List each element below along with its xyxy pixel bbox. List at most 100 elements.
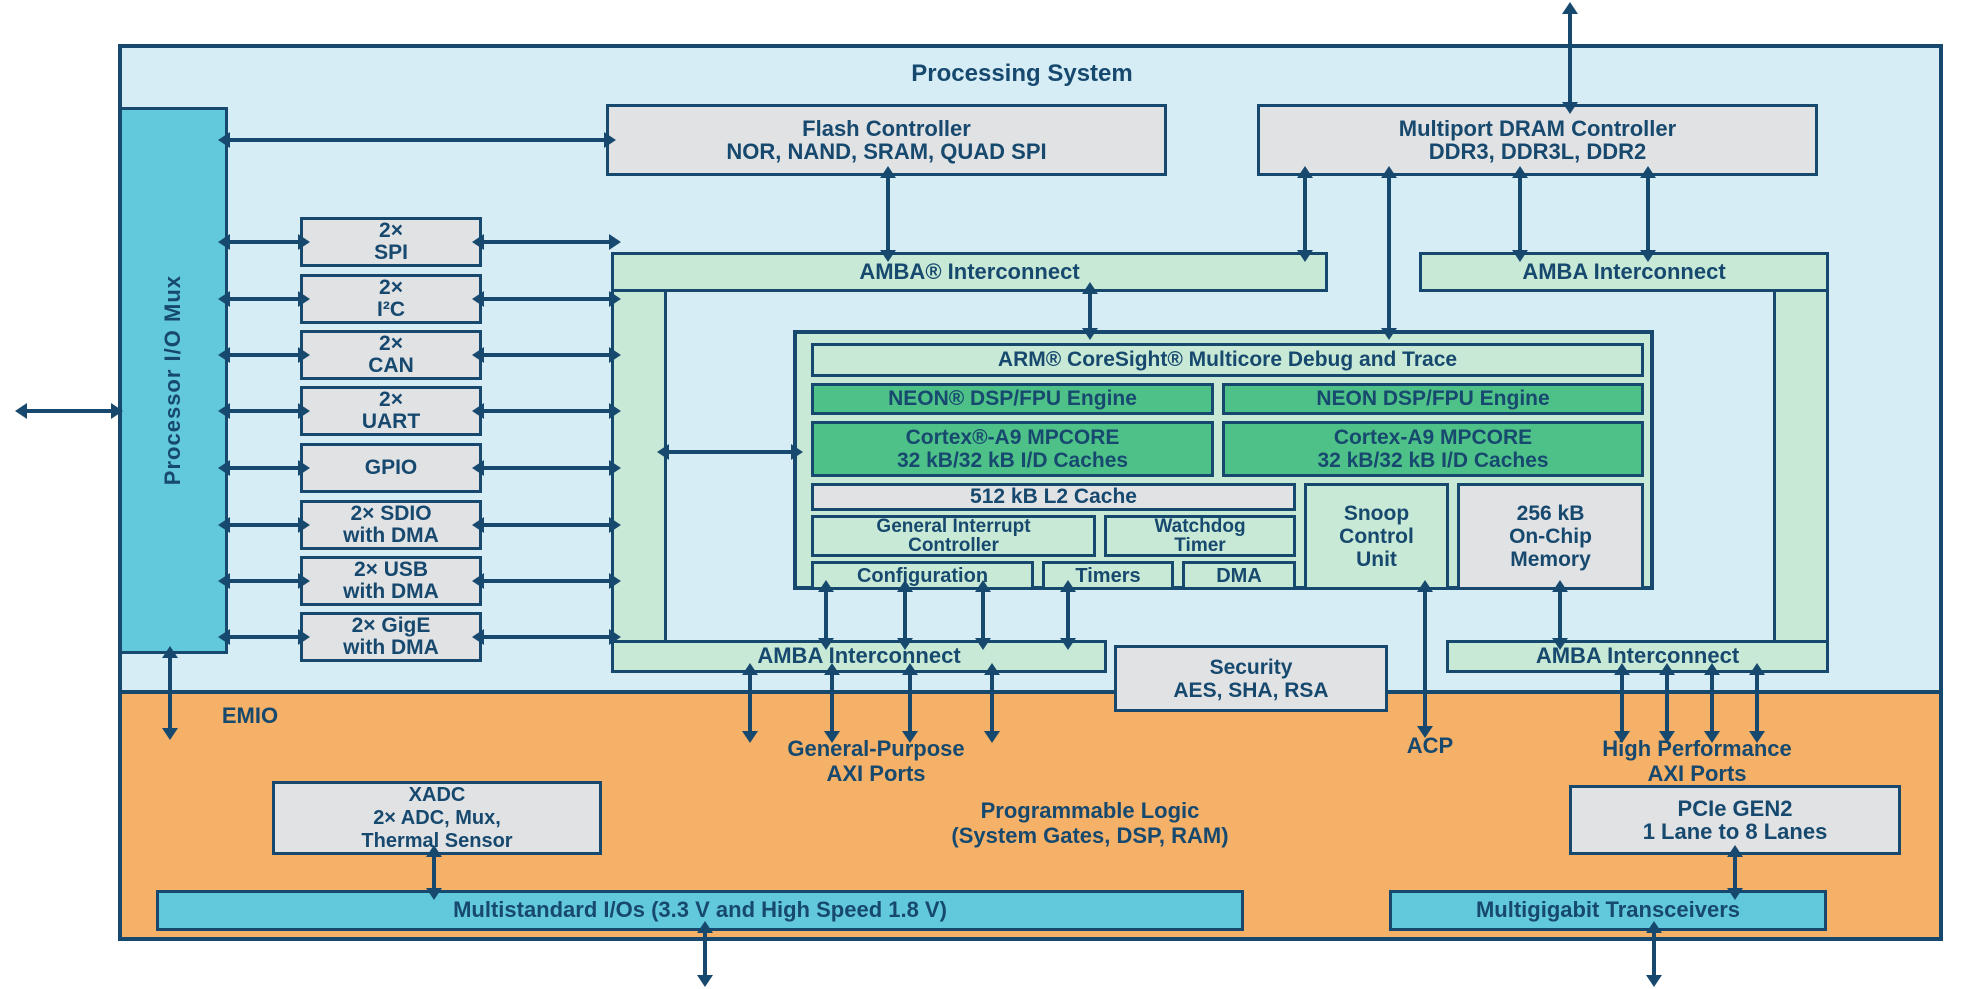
arrow-hp-axi-2 [1659,663,1675,743]
multigigabit-transceivers-bar: Multigigabit Transceivers [1389,890,1827,931]
arrow-emio [162,646,178,740]
watchdog-line1: Watchdog [1154,516,1246,537]
gic-line2: Controller [908,535,999,556]
amba-interconnect-top-right: AMBA Interconnect [1419,252,1829,292]
arrow-cpu-amba-2 [897,580,913,650]
pcie-line2: 1 Lane to 8 Lanes [1642,819,1828,844]
programmable-logic-line2: (System Gates, DSP, RAM) [951,823,1229,849]
flash-controller-line2: NOR, NAND, SRAM, QUAD SPI [726,139,1047,164]
pcie-line1: PCIe GEN2 [1677,796,1793,821]
arrow-cpu-amba-3 [975,580,991,650]
configuration-label: Configuration [856,564,989,587]
arrow-gp-axi-1 [742,663,758,743]
gpio-line1: GPIO [364,456,418,479]
uart-line2: UART [361,410,421,433]
sdio-line1: 2× SDIO [350,502,432,525]
pcie-block: PCIe GEN2 1 Lane to 8 Lanes [1569,785,1901,855]
security-block: Security AES, SHA, RSA [1114,645,1388,712]
arrow-mux-flash [218,132,616,148]
arrow-spi-amba [472,234,621,250]
programmable-logic-line1: Programmable Logic [980,798,1200,823]
arrow-external-bottom-io [697,921,713,987]
ps-pl-boundary-line [118,690,1943,694]
neon-right-label: NEON DSP/FPU Engine [1316,387,1550,411]
arrow-gp-axi-2 [824,663,840,743]
arrow-can-amba [472,347,621,363]
amba-bottom-left-label: AMBA Interconnect [757,643,961,669]
can-line2: CAN [368,354,414,377]
arrow-dram-amba-right-1 [1512,166,1528,262]
amba-interconnect-bottom-left: AMBA Interconnect [611,640,1107,673]
dram-controller-line1: Multiport DRAM Controller [1398,116,1677,141]
arrow-mux-sdio [218,517,310,533]
snoop-line1: Snoop [1343,501,1410,525]
snoop-line3: Unit [1356,548,1397,572]
arrow-hp-axi-4 [1749,663,1765,743]
arrow-cpu-amba-4 [1060,580,1076,650]
arrow-dram-amba-right-2 [1640,166,1656,262]
arrow-amba-cpu [1082,282,1098,340]
processing-system-title: Processing System [911,60,1133,87]
xadc-line1: XADC [408,783,466,806]
arrow-dram-amba-left [1297,166,1313,262]
flash-controller-line1: Flash Controller [802,116,971,141]
arrow-dram-cpu [1381,166,1397,340]
arrow-pcie-mgt-bar [1727,845,1743,900]
multigigabit-transceivers-label: Multigigabit Transceivers [1475,897,1741,923]
timers-label: Timers [1075,564,1141,587]
arrow-i2c-amba [472,291,621,307]
cortex-right-block: Cortex-A9 MPCORE 32 kB/32 kB I/D Caches [1222,421,1644,477]
ocm-line3: Memory [1510,548,1591,572]
l2-cache-label: 512 kB L2 Cache [970,485,1137,509]
arrow-usb-amba [472,573,621,589]
hp-axi-line2: AXI Ports [1647,761,1747,787]
gp-axi-line1: General-Purpose [787,736,965,761]
dma-label: DMA [1216,564,1262,587]
watchdog-block: Watchdog Timer [1104,515,1296,557]
arrow-uart-amba [472,403,621,419]
ocm-line2: On-Chip [1509,524,1592,548]
peripheral-spi: 2×SPI [300,217,482,267]
snoop-control-unit-block: Snoop Control Unit [1304,483,1449,590]
arrow-external-top-dram [1562,2,1578,114]
arrow-gige-amba [472,629,621,645]
arrow-mux-gige [218,629,310,645]
cortex-left-line1: Cortex®-A9 MPCORE [905,425,1120,449]
arrow-ocm-amba [1552,580,1568,650]
arrow-hp-axi-1 [1614,663,1630,743]
dram-controller-block: Multiport DRAM Controller DDR3, DDR3L, D… [1257,104,1818,176]
arrow-cpu-amba-1 [818,580,834,650]
cortex-left-block: Cortex®-A9 MPCORE 32 kB/32 kB I/D Caches [811,421,1214,477]
arrow-external-left [15,403,123,419]
emio-label: EMIO [221,703,279,728]
neon-left-block: NEON® DSP/FPU Engine [811,383,1214,415]
arrow-gpio-amba [472,460,621,476]
uart-line1: 2× [379,388,403,411]
arrow-external-bottom-mgt [1646,921,1662,987]
programmable-logic-title: Programmable Logic (System Gates, DSP, R… [890,798,1290,849]
multistandard-io-label: Multistandard I/Os (3.3 V and High Speed… [453,897,947,923]
spi-line1: 2× [379,219,403,242]
xadc-line2: 2× ADC, Mux, [373,806,501,829]
amba-top-right-label: AMBA Interconnect [1522,258,1726,284]
can-line1: 2× [379,332,403,355]
arrow-mux-i2c [218,291,310,307]
arrow-acp [1417,580,1433,738]
i2c-line1: 2× [379,276,403,299]
arrow-frame-cpu [657,444,803,460]
l2-cache-block: 512 kB L2 Cache [811,483,1296,511]
dram-controller-line2: DDR3, DDR3L, DDR2 [1428,139,1647,164]
on-chip-memory-block: 256 kB On-Chip Memory [1457,483,1644,590]
gp-axi-line2: AXI Ports [826,761,926,787]
arrow-mux-usb [218,573,310,589]
gic-block: General Interrupt Controller [811,515,1096,557]
gp-axi-ports-label: General-Purpose AXI Ports [756,736,996,787]
arrow-mux-uart [218,403,310,419]
security-line1: Security [1209,655,1293,679]
arrow-gp-axi-4 [984,663,1000,743]
security-line2: AES, SHA, RSA [1173,678,1329,702]
configuration-block: Configuration [811,561,1034,590]
arrow-sdio-amba [472,517,621,533]
